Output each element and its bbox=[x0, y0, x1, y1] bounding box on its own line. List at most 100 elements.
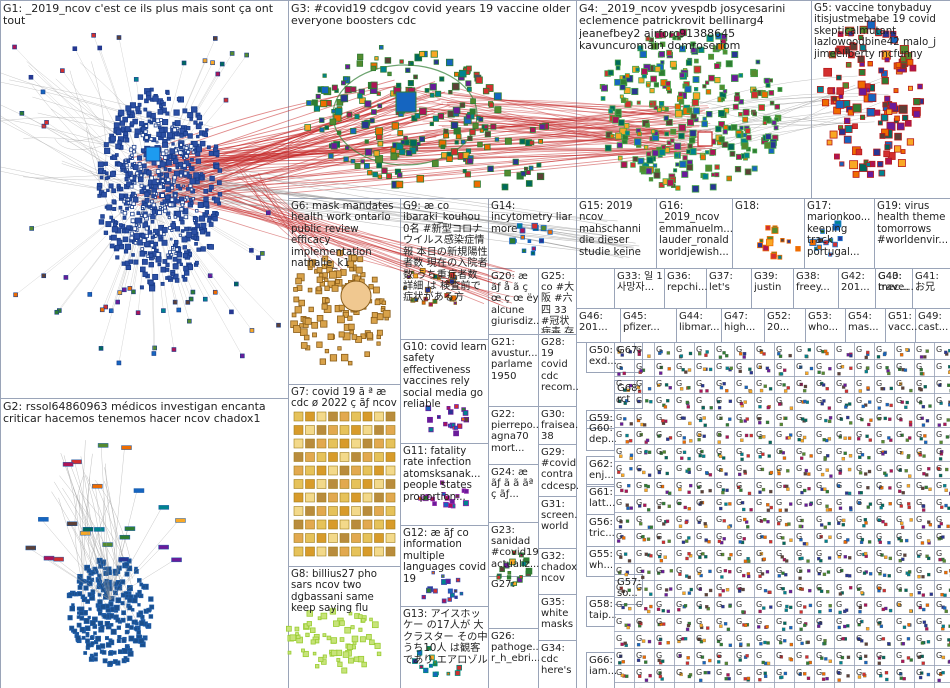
graph-node bbox=[130, 205, 134, 209]
graph-node bbox=[419, 51, 425, 57]
graph-node bbox=[193, 219, 196, 222]
graph-node bbox=[692, 76, 700, 83]
graph-node bbox=[617, 155, 623, 161]
graph-node bbox=[337, 130, 342, 135]
svg-text:G: G bbox=[656, 515, 662, 524]
graph-node bbox=[141, 206, 144, 210]
svg-text:G: G bbox=[776, 396, 782, 405]
graph-node bbox=[454, 670, 461, 676]
graph-node bbox=[666, 49, 673, 56]
graph-node bbox=[182, 184, 185, 188]
graph-node bbox=[744, 168, 752, 176]
graph-node bbox=[158, 206, 162, 210]
graph-node bbox=[852, 103, 862, 113]
graph-node bbox=[117, 635, 122, 640]
graph-node bbox=[645, 167, 653, 175]
graph-node bbox=[172, 256, 178, 262]
graph-node bbox=[179, 173, 183, 178]
graph-node bbox=[153, 228, 159, 235]
svg-text:G: G bbox=[676, 413, 682, 422]
svg-text:G: G bbox=[736, 481, 742, 490]
graph-node bbox=[525, 567, 533, 575]
graph-node bbox=[139, 620, 145, 626]
graph-node bbox=[645, 36, 651, 42]
graph-node bbox=[371, 109, 377, 115]
graph-node bbox=[200, 246, 206, 252]
svg-text:G: G bbox=[676, 379, 682, 388]
svg-text:G: G bbox=[676, 430, 682, 439]
svg-text:G: G bbox=[616, 498, 622, 507]
graph-node bbox=[663, 115, 669, 121]
graph-node bbox=[407, 80, 414, 87]
graph-node bbox=[129, 625, 134, 630]
graph-node bbox=[845, 62, 852, 68]
graph-node bbox=[347, 260, 355, 268]
graph-node bbox=[416, 650, 423, 656]
graph-node bbox=[303, 334, 310, 341]
graph-node bbox=[133, 161, 137, 165]
graph-node bbox=[615, 132, 622, 140]
graph-node bbox=[113, 604, 120, 611]
graph-node bbox=[675, 162, 680, 167]
svg-text:G: G bbox=[716, 532, 722, 541]
svg-text:G: G bbox=[816, 532, 822, 541]
graph-node bbox=[199, 229, 206, 235]
graph-node bbox=[172, 158, 179, 165]
graph-node bbox=[900, 56, 907, 63]
graph-node bbox=[764, 77, 770, 84]
graph-node bbox=[123, 656, 128, 660]
svg-text:G: G bbox=[856, 362, 862, 371]
graph-node bbox=[351, 645, 356, 650]
graph-node bbox=[124, 228, 130, 234]
node-cluster bbox=[120, 118, 199, 260]
graph-node bbox=[654, 66, 661, 73]
graph-node bbox=[623, 87, 631, 94]
graph-node bbox=[641, 68, 648, 75]
svg-text:G: G bbox=[696, 532, 702, 541]
graph-node bbox=[116, 638, 121, 643]
graph-node bbox=[155, 118, 161, 123]
graph-node bbox=[886, 108, 893, 115]
graph-node bbox=[96, 577, 102, 583]
graph-node bbox=[137, 102, 142, 107]
graph-node bbox=[195, 209, 199, 213]
graph-node bbox=[174, 252, 178, 255]
graph-node bbox=[336, 249, 343, 257]
graph-node bbox=[180, 203, 185, 207]
svg-text:G: G bbox=[916, 617, 922, 626]
svg-text:G: G bbox=[736, 430, 742, 439]
graph-node bbox=[678, 123, 686, 132]
svg-text:G: G bbox=[876, 583, 882, 592]
svg-text:G: G bbox=[716, 430, 722, 439]
svg-text:G: G bbox=[716, 379, 722, 388]
graph-node bbox=[448, 423, 452, 428]
svg-text:G: G bbox=[936, 498, 942, 507]
graph-node bbox=[619, 84, 626, 91]
svg-text:G: G bbox=[656, 481, 662, 490]
graph-node bbox=[170, 125, 174, 129]
graph-node bbox=[157, 184, 163, 190]
graph-node bbox=[768, 147, 775, 154]
graph-node bbox=[125, 645, 130, 649]
graph-node bbox=[428, 427, 434, 433]
graph-node bbox=[730, 74, 739, 82]
svg-text:G: G bbox=[776, 515, 782, 524]
graph-node bbox=[421, 594, 426, 600]
svg-text:G: G bbox=[636, 464, 642, 473]
graph-node bbox=[866, 170, 874, 178]
graph-node bbox=[129, 235, 134, 241]
graph-node bbox=[354, 163, 361, 169]
graph-node bbox=[206, 145, 211, 150]
graph-node bbox=[734, 165, 742, 173]
graph-node bbox=[197, 201, 204, 208]
svg-text:G: G bbox=[876, 617, 882, 626]
graph-node bbox=[142, 271, 148, 277]
graph-node bbox=[439, 480, 445, 485]
graph-node bbox=[86, 642, 91, 648]
graph-node bbox=[160, 193, 165, 198]
graph-node bbox=[103, 230, 109, 235]
svg-text:G: G bbox=[736, 345, 742, 354]
graph-node bbox=[714, 63, 721, 70]
graph-node bbox=[406, 274, 411, 279]
graph-node bbox=[466, 65, 472, 72]
